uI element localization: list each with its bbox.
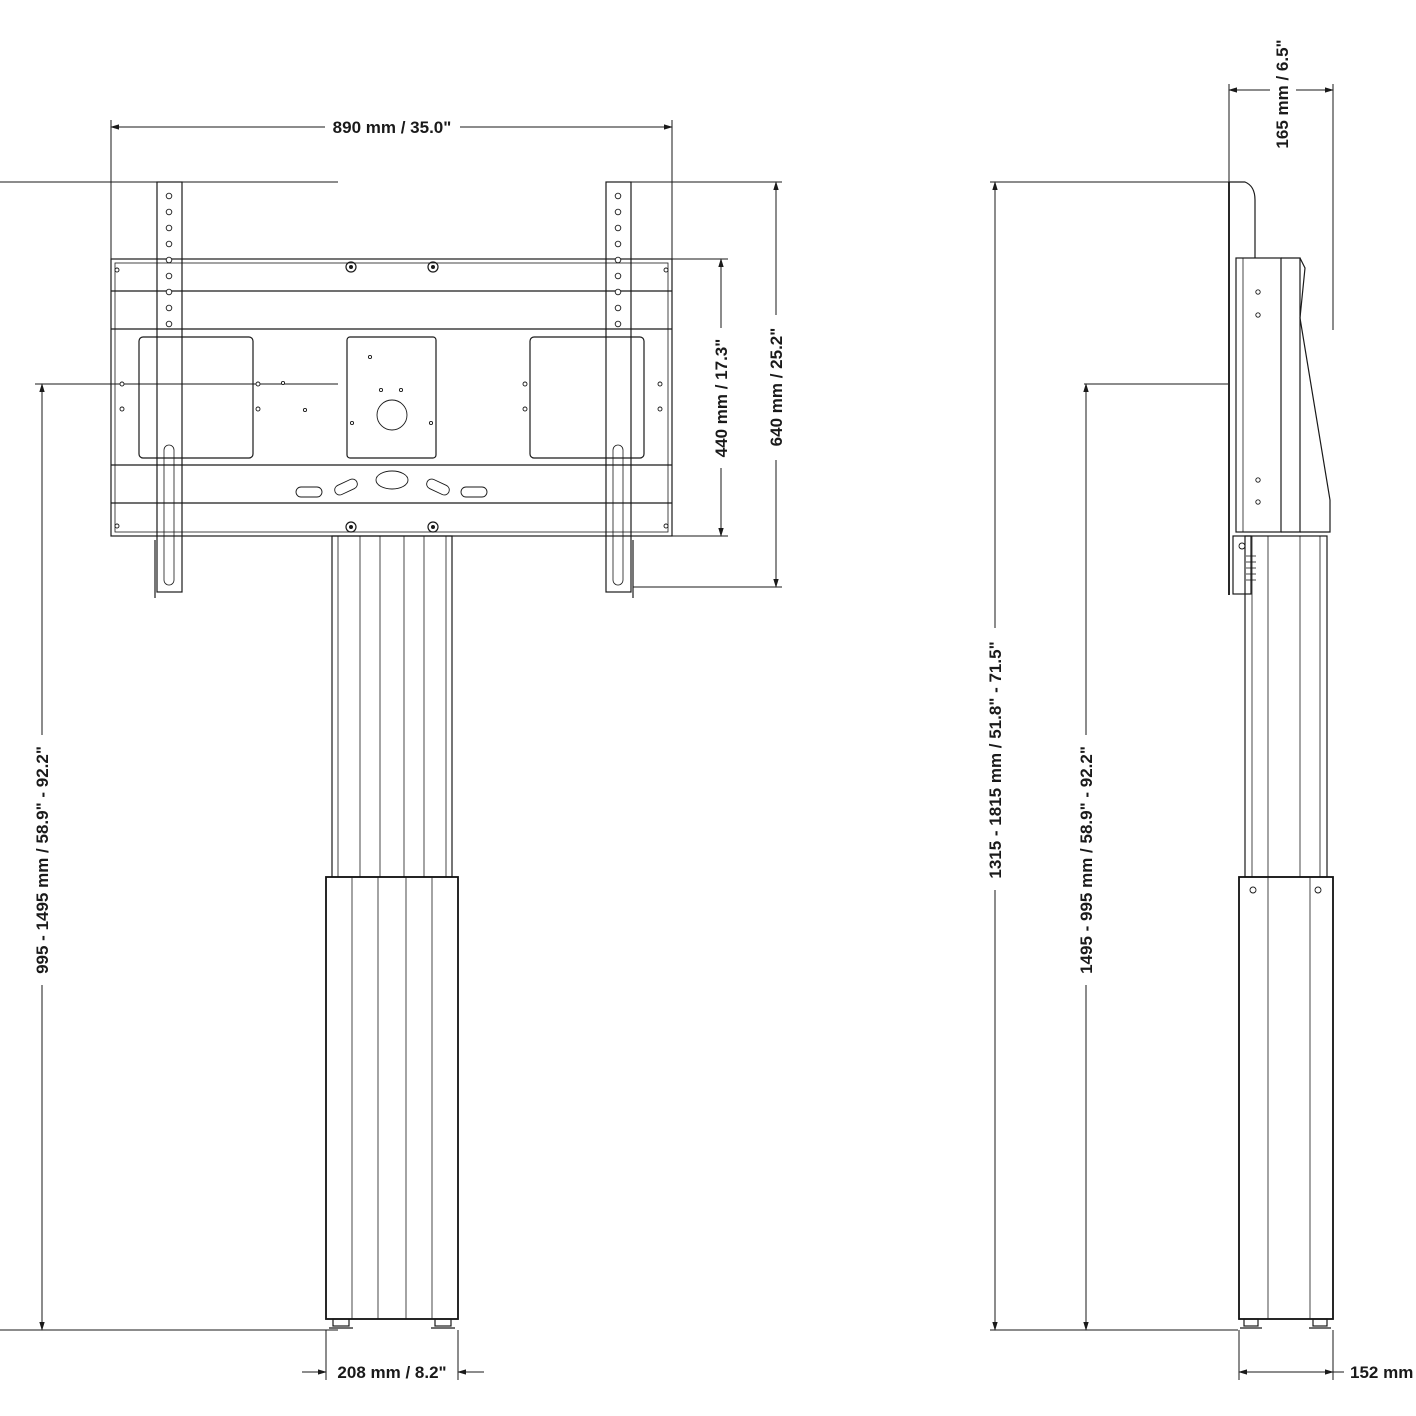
label-front-column-width: 208 mm / 8.2" (337, 1363, 446, 1382)
label-side-center-height: 1495 - 995 mm / 58.9" - 92.2" (1077, 746, 1096, 974)
dimension-front-bracket-height: 640 mm / 25.2" (631, 181, 786, 588)
dimension-front-center-height: 995 - 1495 mm / 58.9" - 92.2" (33, 383, 52, 1331)
label-side-base-depth: 152 mm (1350, 1363, 1413, 1382)
dimension-front-column-width: 208 mm / 8.2" (302, 1330, 484, 1382)
mounting-plate (110, 258, 673, 537)
label-front-center-height: 995 - 1495 mm / 58.9" - 92.2" (33, 746, 52, 974)
side-bracket (1228, 181, 1331, 595)
label-side-depth-top: 165 mm / 6.5" (1273, 39, 1292, 148)
dimension-front-hole-spacing: 440 mm / 17.3" (672, 258, 731, 537)
side-view: 165 mm / 6.5" 1315 - 1815 mm / 51.8" - 7… (986, 39, 1413, 1382)
label-front-width: 890 mm / 35.0" (333, 118, 452, 137)
right-bracket (605, 181, 634, 598)
dimension-side-total-height: 1315 - 1815 mm / 51.8" - 71.5" (986, 181, 1005, 1331)
side-column (1238, 535, 1334, 1329)
front-view: 890 mm / 35.0" 440 mm / 17.3" 640 mm / 2… (0, 118, 786, 1382)
dimension-side-depth-top: 165 mm / 6.5" (1228, 39, 1334, 330)
dimension-side-center-height: 1495 - 995 mm / 58.9" - 92.2" (1077, 383, 1096, 1331)
front-column (325, 535, 459, 1329)
dimension-side-base-depth: 152 mm (1238, 1330, 1413, 1382)
left-bracket (154, 181, 183, 598)
label-front-bracket-height: 640 mm / 25.2" (767, 328, 786, 447)
label-side-total-height: 1315 - 1815 mm / 51.8" - 71.5" (986, 641, 1005, 878)
dimension-front-width: 890 mm / 35.0" (110, 118, 673, 259)
label-front-hole-spacing: 440 mm / 17.3" (712, 339, 731, 458)
